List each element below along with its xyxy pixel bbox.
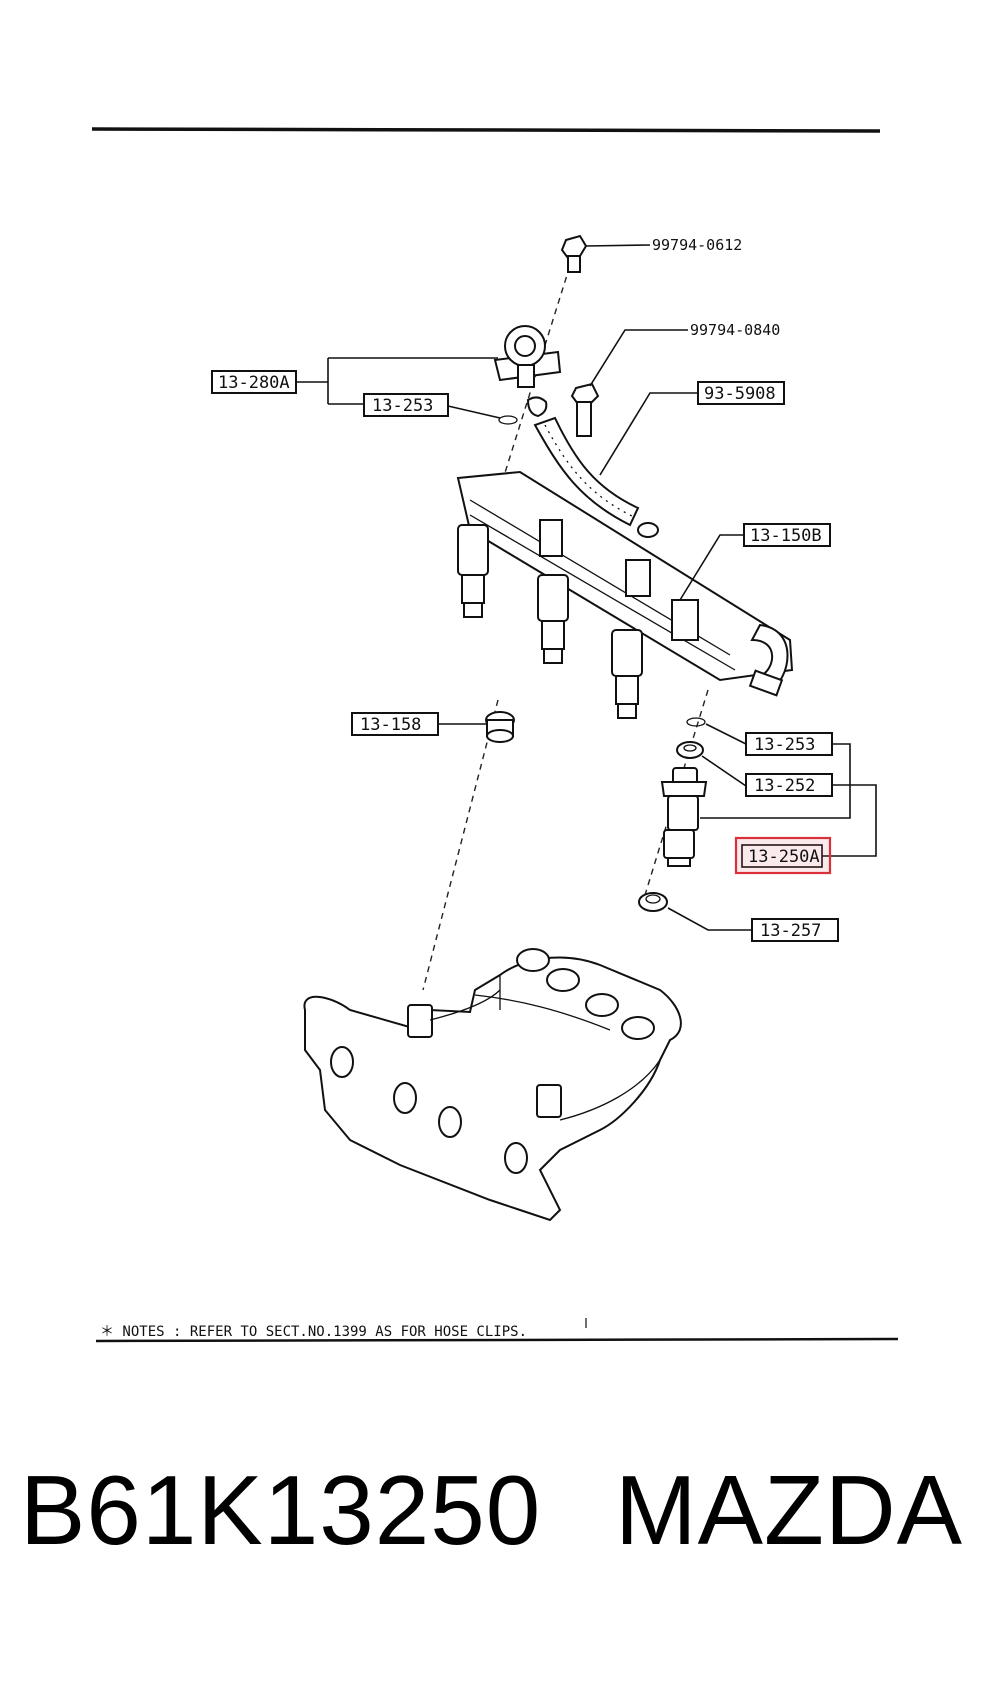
rail-injector-3-icon [611,629,643,719]
leader-seal [667,907,752,931]
fuel-hose-icon [533,416,659,538]
label-oring-low: 13-253 [754,735,815,755]
label-injector: 13-250A [748,847,820,867]
bracket-injector [700,743,851,819]
leader-oring-low [705,723,747,745]
leader-hose [599,392,698,476]
bolt-mid-icon [570,382,600,437]
intake-manifold-icon [303,948,682,1222]
rail-injector-2-icon [537,574,569,664]
bracket-injector-outer [822,784,877,857]
leader-cushion [701,755,747,787]
label-box-seal [751,918,839,942]
leader-oring-top [447,405,501,419]
centerline-insulator [422,699,499,991]
label-hose: 93-5908 [704,384,776,404]
label-box-oring-top [363,393,449,417]
label-bolt-mid: 99794-0840 [690,321,780,339]
label-seal: 13-257 [760,921,821,941]
cushion-icon [676,741,704,759]
label-box-insulator [351,712,439,736]
label-box-hose [697,381,785,405]
brand-name: MAZDA [615,1455,963,1565]
pressure-regulator-icon [493,325,562,418]
parts-diagram: 99794-0612 99794-0840 13-280A 13-253 93-… [91,127,899,1343]
leader-fuel-rail [679,534,744,601]
label-insulator: 13-158 [360,715,421,735]
fuel-rail-icon [456,470,794,697]
insulator-icon [485,711,515,743]
label-box-injector [741,844,823,868]
seal-icon [638,892,668,912]
label-box-fuel-rail [743,523,831,547]
label-oring-top: 13-253 [372,396,433,416]
leader-bolt-top [585,244,651,247]
leader-bolt-mid [589,329,688,387]
label-fuel-rail: 13-150B [750,526,822,546]
bottom-rule [95,1337,899,1343]
highlight-box-injector [734,836,832,875]
label-cushion: 13-252 [754,776,815,796]
label-regulator: 13-280A [218,373,290,393]
bolt-top-icon [560,234,588,273]
footer: B61K13250 MAZDA [0,1455,992,1565]
notes-text: ＊ NOTES : REFER TO SECT.NO.1399 AS FOR H… [100,1324,527,1340]
fuel-injector-icon [660,767,708,867]
rail-injector-1-icon [457,524,489,618]
label-bolt-top: 99794-0612 [652,236,742,254]
oring-top-icon [498,415,518,425]
oring-low-icon [686,717,706,727]
part-number: B61K13250 [20,1455,542,1565]
centerline-injector [644,689,709,896]
top-rule [91,127,881,133]
